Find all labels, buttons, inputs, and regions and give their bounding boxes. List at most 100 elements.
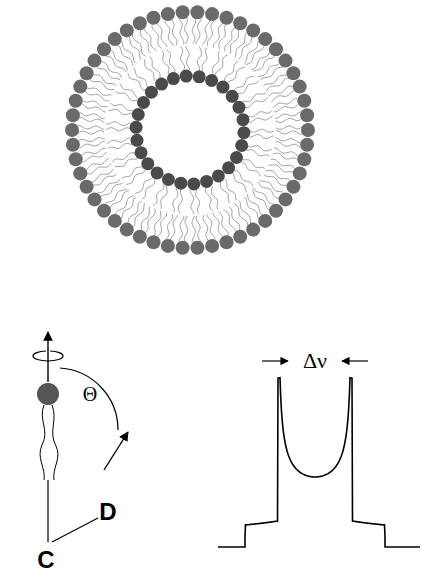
lipid-tail bbox=[81, 148, 106, 156]
lipid-tail bbox=[248, 111, 271, 117]
lipid-tail bbox=[115, 159, 138, 167]
lipid-tail bbox=[100, 183, 122, 197]
lipid-tail bbox=[190, 190, 194, 214]
lipid-head bbox=[222, 161, 235, 174]
lipid-head bbox=[133, 230, 147, 244]
lipid-tail bbox=[246, 97, 268, 107]
lipid-head bbox=[293, 80, 307, 94]
lipid-head bbox=[230, 151, 243, 164]
lipid-tail bbox=[254, 188, 274, 205]
lipid-tail bbox=[185, 18, 188, 44]
lipid-tail bbox=[253, 57, 275, 72]
lipid-tail bbox=[203, 215, 208, 241]
lipid-head bbox=[66, 138, 80, 152]
lipid-tail bbox=[172, 20, 178, 46]
lipid-head bbox=[246, 23, 260, 37]
lipid-tail bbox=[258, 63, 280, 77]
lipid-tail bbox=[117, 45, 133, 66]
lipid-tail bbox=[196, 216, 201, 242]
lipid-tail bbox=[186, 46, 190, 70]
lipid-tail bbox=[223, 209, 236, 232]
lipid-tail bbox=[202, 48, 207, 72]
lipid-head bbox=[193, 70, 206, 83]
lipid-tail bbox=[161, 185, 167, 209]
lipid-tail bbox=[251, 51, 270, 69]
lipid-tail bbox=[152, 25, 162, 49]
nmr-spectrum bbox=[218, 378, 420, 547]
lipid-tail bbox=[170, 215, 177, 240]
lipid-tail bbox=[122, 167, 143, 179]
lipid-tail bbox=[241, 162, 261, 176]
lipid-tail bbox=[80, 142, 105, 149]
lipid-head bbox=[97, 204, 111, 218]
lipid-tail bbox=[101, 62, 122, 78]
lipid-tail bbox=[93, 75, 117, 86]
lipid-tail bbox=[108, 143, 132, 148]
lipid-tail bbox=[135, 177, 153, 194]
lipid-tail bbox=[276, 137, 302, 142]
lipid-tail bbox=[242, 160, 265, 169]
lipid-vesicle bbox=[65, 5, 315, 255]
lipid-tail bbox=[179, 19, 184, 45]
lipid-tail bbox=[110, 191, 129, 209]
lipid-tail bbox=[271, 159, 295, 169]
lipid-head bbox=[300, 138, 314, 152]
lipid-head bbox=[187, 177, 200, 190]
lipid-tail bbox=[90, 80, 114, 90]
lipid-head bbox=[212, 169, 225, 182]
lipid-head bbox=[200, 175, 213, 188]
lipid-tail bbox=[203, 20, 210, 45]
lipid-head bbox=[147, 235, 161, 249]
lipid-head bbox=[269, 42, 283, 56]
lipid-tail bbox=[157, 213, 166, 237]
lipid-tail bbox=[129, 36, 141, 59]
lipid-tail bbox=[234, 76, 254, 90]
lipid-tail bbox=[196, 190, 200, 214]
lipid-tail bbox=[178, 189, 182, 213]
lipid-tail bbox=[192, 216, 195, 242]
lipid-head bbox=[80, 180, 94, 194]
lipid-tail bbox=[140, 30, 150, 54]
lipid-tail bbox=[275, 112, 300, 119]
lipid-head bbox=[233, 101, 246, 114]
lipid-tail bbox=[106, 56, 126, 72]
lipid-head bbox=[147, 11, 161, 25]
lipid-head bbox=[220, 235, 234, 249]
lipid-head bbox=[97, 42, 111, 56]
lipid-tail bbox=[173, 188, 178, 212]
lipid-tail bbox=[153, 184, 164, 206]
lipid-head bbox=[205, 74, 218, 87]
lipid-tail bbox=[246, 46, 264, 65]
lipid-tail bbox=[122, 41, 136, 63]
lipid-tail bbox=[266, 171, 290, 181]
lipid-tail bbox=[234, 170, 252, 186]
lipid-head bbox=[145, 86, 158, 99]
lipid-tail bbox=[274, 104, 299, 112]
lipid-head bbox=[131, 134, 144, 147]
lipid-tail bbox=[144, 60, 155, 82]
lipid-head bbox=[135, 146, 148, 159]
lipid-head bbox=[132, 108, 145, 121]
lipid-head bbox=[176, 241, 190, 255]
lipid-tail bbox=[192, 18, 196, 44]
lipid-tail bbox=[78, 131, 104, 135]
lipid-head bbox=[162, 173, 175, 186]
lipid-head bbox=[88, 54, 102, 68]
lipid-tail bbox=[106, 128, 130, 131]
lipid-tail bbox=[97, 68, 120, 80]
lipid-tail bbox=[166, 214, 173, 239]
lipid-tail bbox=[250, 135, 274, 139]
lipid-head bbox=[300, 108, 314, 122]
axis-label: D bbox=[99, 500, 116, 524]
lipid-tail bbox=[142, 179, 155, 199]
lipid-tail bbox=[85, 91, 109, 101]
lipid-tail bbox=[165, 21, 174, 46]
lipid-tail bbox=[244, 197, 258, 219]
lipid-tail bbox=[234, 204, 248, 226]
lipid-tail bbox=[116, 196, 135, 214]
lipid-head bbox=[141, 157, 154, 170]
lipid-tail bbox=[274, 148, 299, 157]
lipid-tail bbox=[248, 146, 272, 151]
lipid-tail bbox=[105, 189, 127, 204]
